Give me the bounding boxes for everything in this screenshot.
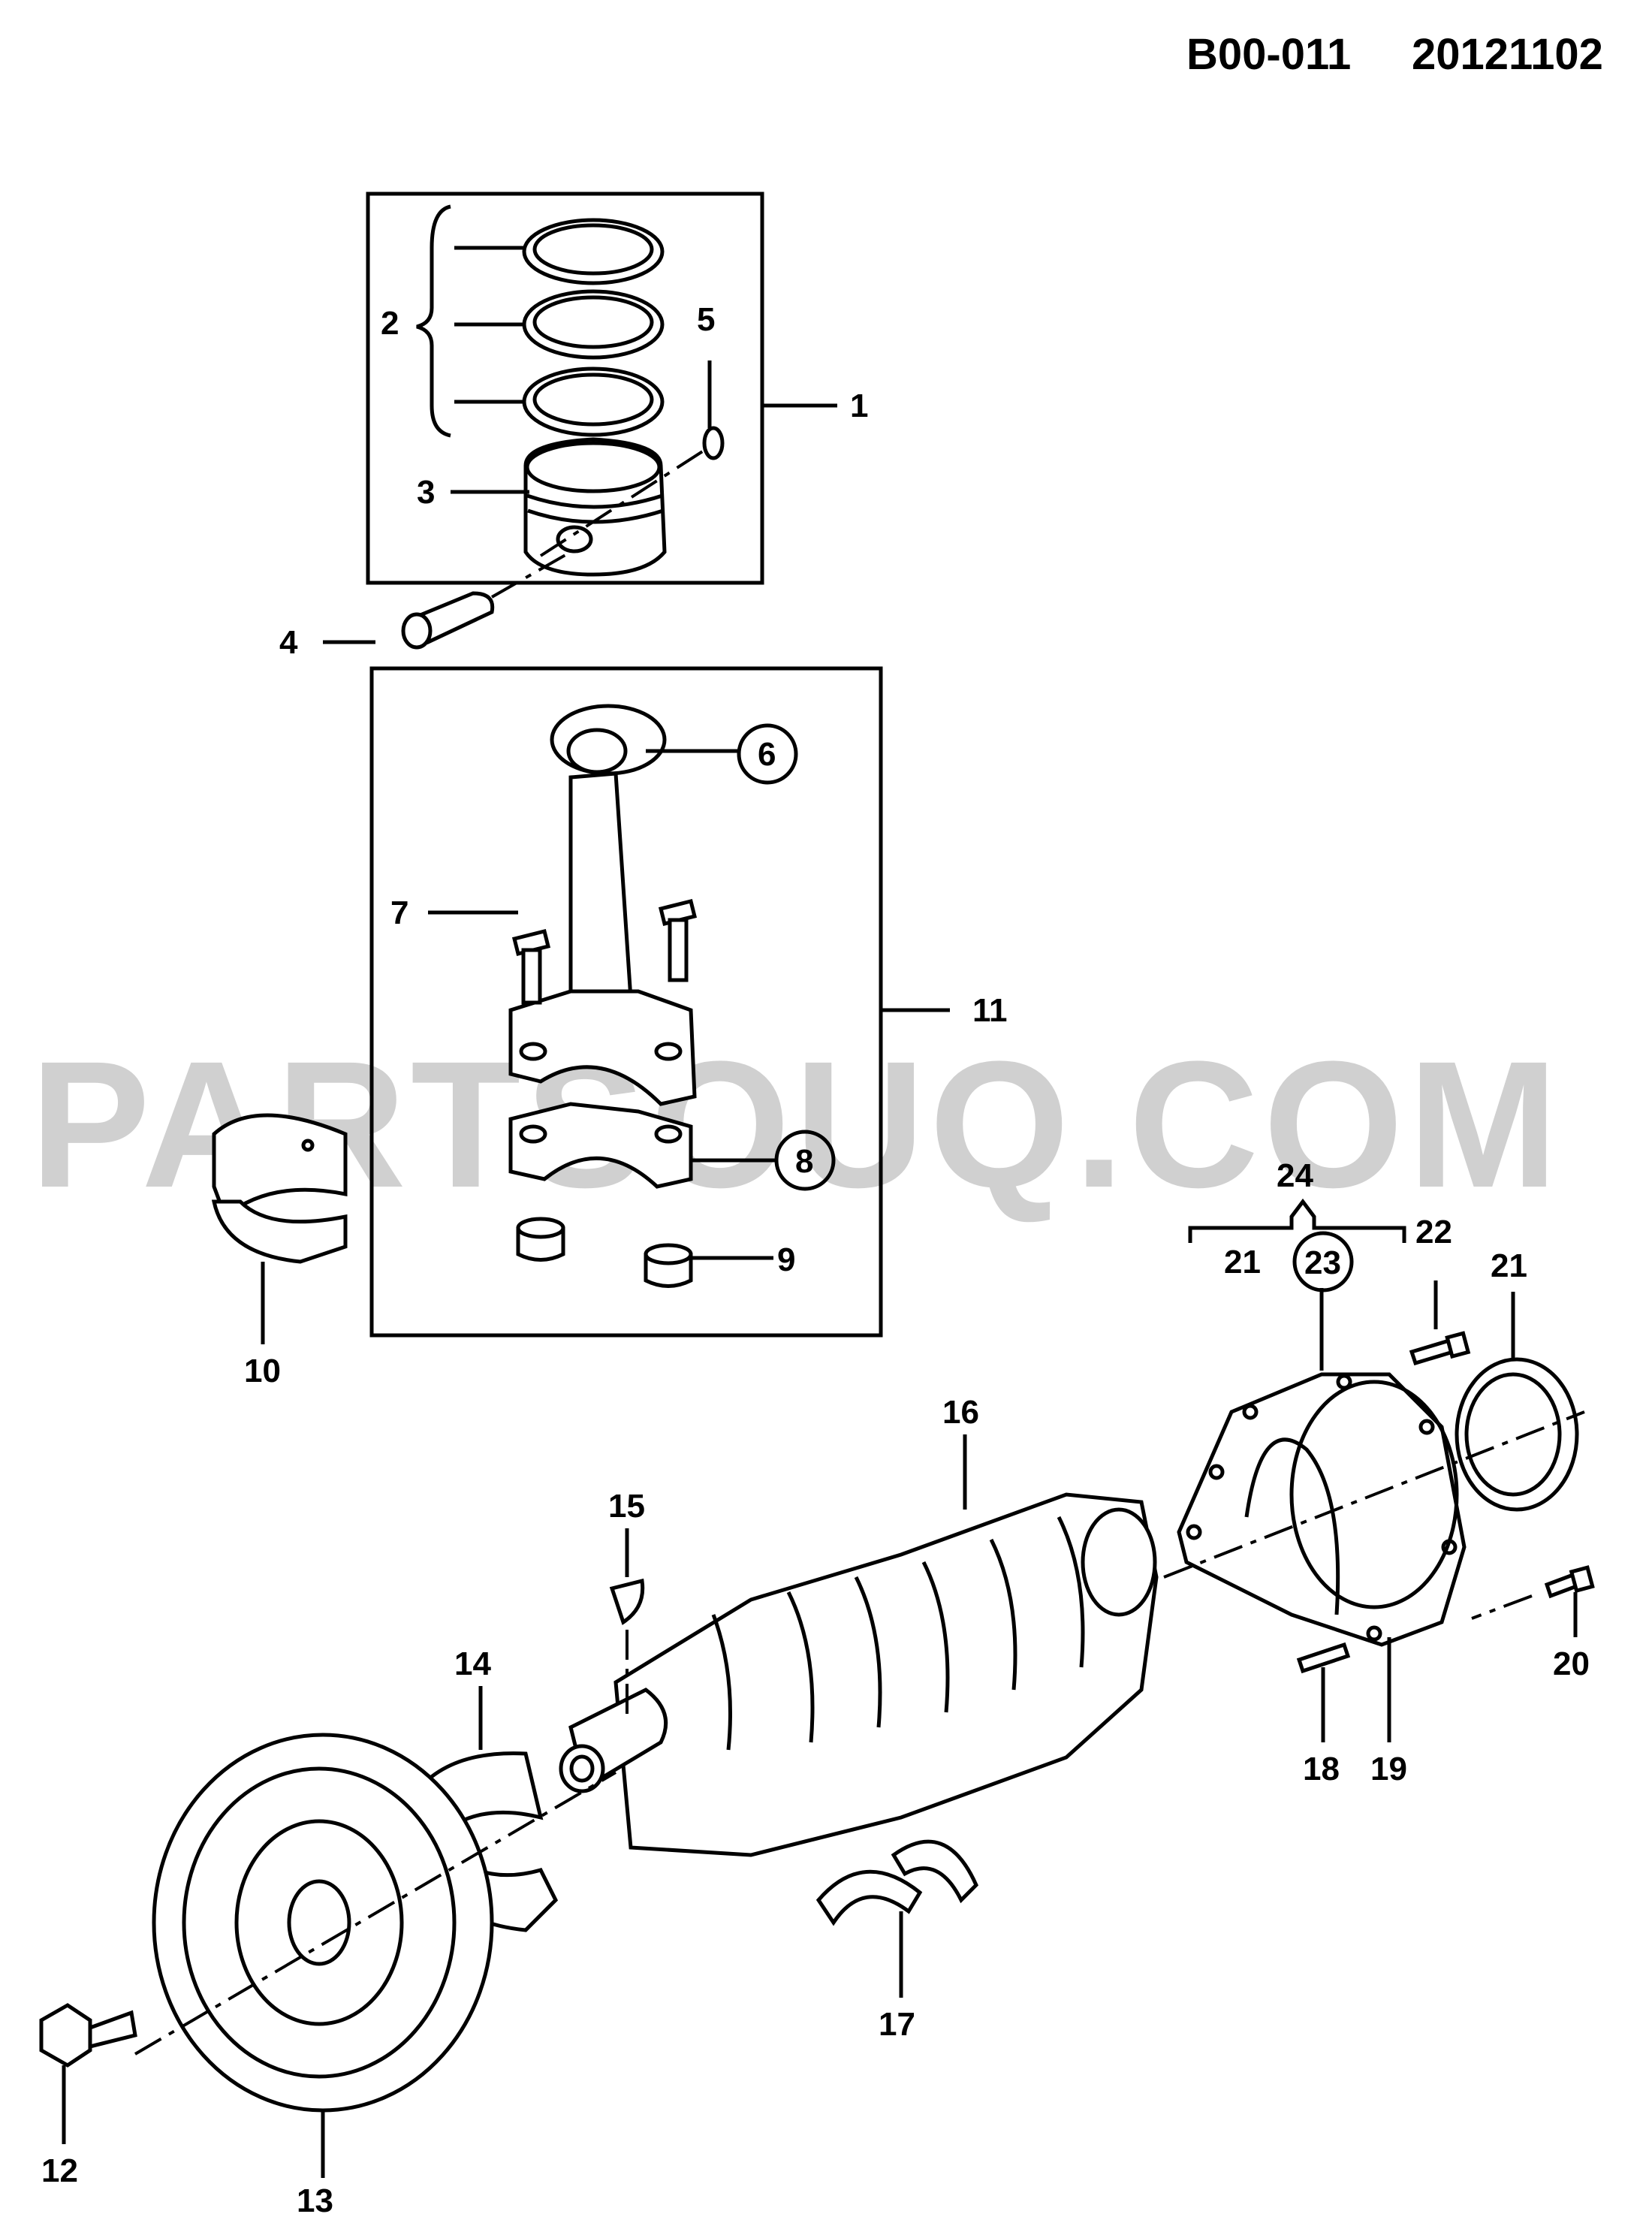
thrust-washers[interactable] <box>815 1839 978 1926</box>
callout-23: 23 <box>1304 1244 1341 1281</box>
rear-seal-housing[interactable] <box>1177 1372 1467 1647</box>
callout-11: 11 <box>972 992 1008 1029</box>
callout-16: 16 <box>942 1394 979 1431</box>
crankshaft-pulley[interactable] <box>152 1733 494 2113</box>
piston-rings[interactable] <box>522 218 665 437</box>
diagram-date: 20121102 <box>1412 30 1603 79</box>
callout-24: 24 <box>1277 1157 1313 1194</box>
housing-bolt-upper[interactable] <box>1409 1338 1456 1366</box>
crankshaft[interactable] <box>559 1492 1159 1857</box>
callout-labels: 1 2 3 4 5 6 7 8 9 10 11 12 13 14 15 16 1… <box>41 301 1590 2219</box>
callout-18: 18 <box>1303 1751 1340 1787</box>
pulley-bolt[interactable] <box>39 2003 137 2068</box>
callout-12: 12 <box>41 2152 78 2189</box>
piston-group-box <box>366 192 764 585</box>
callout-15: 15 <box>608 1488 645 1525</box>
callout-14: 14 <box>454 1645 491 1682</box>
snap-ring[interactable] <box>702 426 725 460</box>
callout-21-right: 21 <box>1491 1247 1527 1284</box>
piston-pin[interactable] <box>401 591 495 650</box>
rod-nuts[interactable] <box>516 1217 693 1288</box>
rod-cap[interactable] <box>508 1102 693 1189</box>
callout-6: 6 <box>758 736 776 773</box>
connecting-rod[interactable] <box>508 704 697 1106</box>
callout-circle-8 <box>774 1130 836 1191</box>
assembly-brace-24 <box>1188 1198 1406 1243</box>
callout-13: 13 <box>297 2182 333 2219</box>
rings-brace <box>416 204 451 438</box>
rod-bolts[interactable] <box>511 898 698 1005</box>
callout-2: 2 <box>381 305 399 342</box>
piston[interactable] <box>523 437 667 577</box>
callout-1: 1 <box>850 388 868 424</box>
callout-19: 19 <box>1370 1751 1407 1787</box>
callout-5: 5 <box>697 301 715 338</box>
callout-circle-6 <box>737 723 798 785</box>
dowel-pin[interactable] <box>1296 1642 1351 1674</box>
callout-7: 7 <box>390 894 408 931</box>
callout-10: 10 <box>244 1353 281 1389</box>
callout-20: 20 <box>1553 1645 1590 1682</box>
callout-17: 17 <box>879 2006 915 2043</box>
rod-bearing-shell[interactable] <box>211 1113 348 1264</box>
callout-4: 4 <box>279 624 298 661</box>
callout-9: 9 <box>777 1241 795 1278</box>
callout-8: 8 <box>795 1143 813 1180</box>
connecting-rod-box <box>369 666 883 1338</box>
callout-3: 3 <box>417 474 435 511</box>
callout-22: 22 <box>1415 1214 1452 1250</box>
diagram-code: B00-011 <box>1186 30 1351 79</box>
woodruff-key[interactable] <box>609 1578 645 1625</box>
rear-oil-seal[interactable] <box>1455 1357 1579 1512</box>
callout-circle-23 <box>1292 1231 1354 1292</box>
callout-21-left: 21 <box>1224 1244 1261 1280</box>
